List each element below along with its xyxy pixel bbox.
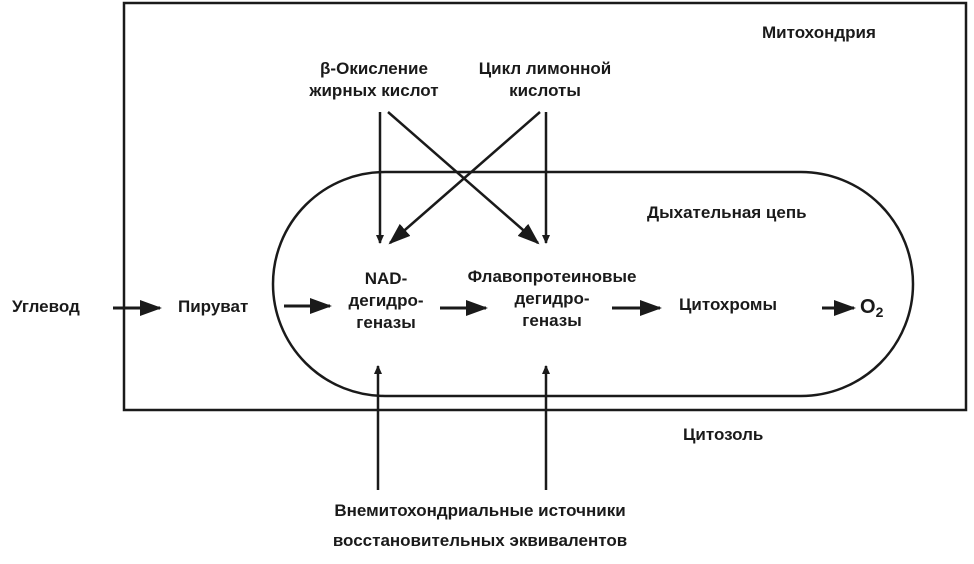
extramitochondrial-line-2: восстановительных эквивалентов bbox=[332, 531, 628, 550]
oxygen-symbol: O bbox=[860, 296, 876, 318]
flavoprotein-line-2: дегидро- bbox=[514, 289, 590, 308]
extramitochondrial-sources-label: Внемитохондриальные источники восстанови… bbox=[333, 496, 627, 556]
pyruvate-label: Пируват bbox=[178, 297, 249, 316]
cytosol-label: Цитозоль bbox=[683, 425, 764, 444]
nad-dehydrogenases-label: NAD- дегидро- геназы bbox=[349, 268, 424, 334]
citric-acid-cycle-label: Цикл лимонной кислоты bbox=[479, 58, 611, 102]
flavoprotein-dehydrogenases-label: Флавопротеиновые дегидро- геназы bbox=[468, 266, 637, 332]
respiratory-chain-label: Дыхательная цепь bbox=[647, 203, 807, 222]
oxygen-subscript: 2 bbox=[875, 304, 884, 320]
arrow-beta-oxidation-to-flavoprotein bbox=[387, 111, 540, 245]
citric-acid-cycle-line-1: Цикл лимонной bbox=[478, 59, 612, 78]
nad-line-1: NAD- bbox=[364, 269, 408, 288]
beta-oxidation-line-1: β-Окисление bbox=[320, 59, 428, 78]
carbohydrate-label: Углевод bbox=[12, 297, 80, 316]
citric-acid-cycle-line-2: кислоты bbox=[509, 81, 581, 100]
flavoprotein-line-3: геназы bbox=[522, 311, 582, 330]
oxygen-label: O2 bbox=[860, 296, 883, 323]
beta-oxidation-label: β-Окисление жирных кислот bbox=[309, 58, 438, 102]
arrow-citric-cycle-to-nad bbox=[388, 111, 541, 245]
flavoprotein-line-1: Флавопротеиновые bbox=[467, 267, 637, 286]
respiratory-chain-boundary bbox=[271, 170, 915, 398]
beta-oxidation-line-2: жирных кислот bbox=[309, 81, 439, 100]
extramitochondrial-line-1: Внемитохондриальные источники bbox=[334, 501, 626, 520]
nad-line-3: геназы bbox=[356, 313, 416, 332]
mitochondria-label: Митохондрия bbox=[762, 23, 876, 42]
cytochromes-label: Цитохромы bbox=[679, 295, 778, 314]
nad-line-2: дегидро- bbox=[348, 291, 424, 310]
